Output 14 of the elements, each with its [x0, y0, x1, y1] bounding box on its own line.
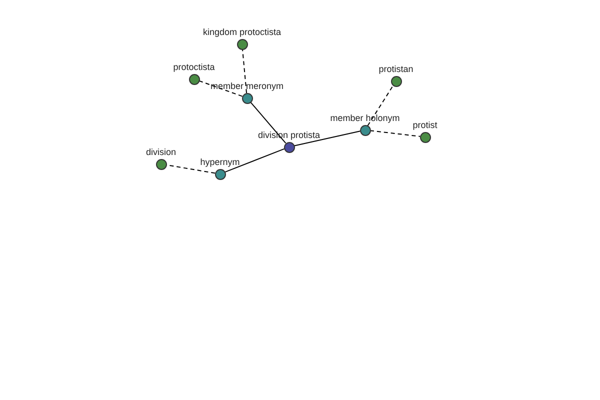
- connector-line: [293, 130, 361, 146]
- node-label: protoctista: [173, 62, 215, 73]
- node-label: division: [146, 147, 176, 158]
- connector-line: [369, 130, 421, 137]
- connector-line: [224, 148, 285, 173]
- node-label: protist: [412, 120, 438, 131]
- connector-line: [367, 84, 394, 126]
- node-label: protistan: [378, 64, 414, 75]
- connector-line: [242, 48, 248, 94]
- node-label: kingdom protoctista: [202, 27, 282, 38]
- connector-line: [198, 80, 243, 97]
- node-label: hypernym: [200, 157, 240, 168]
- node-label: member meronym: [210, 81, 284, 92]
- node-label: member holonym: [330, 113, 400, 124]
